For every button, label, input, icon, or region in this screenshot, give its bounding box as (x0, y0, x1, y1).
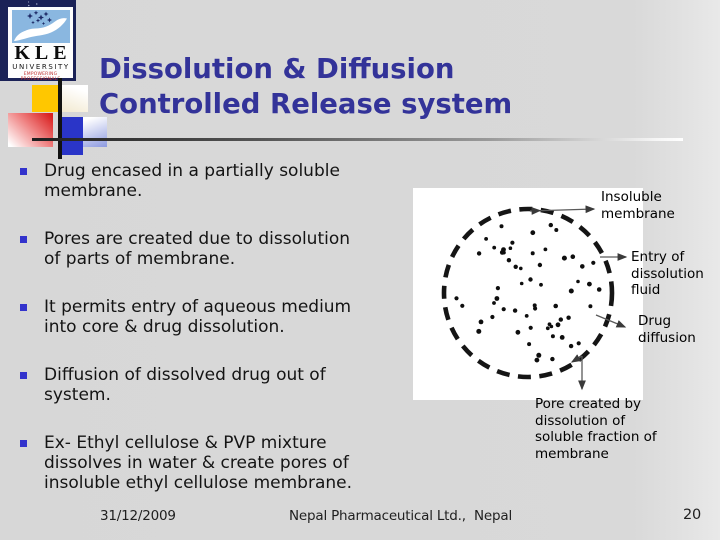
deco-square-blue-gradient (83, 117, 107, 147)
bullet-square-icon (20, 304, 27, 311)
footer-date: 31/12/2009 (100, 508, 176, 524)
bullet-text: Drug encased in a partially soluble memb… (44, 161, 340, 201)
bullet-item: Diffusion of dissolved drug out of syste… (14, 365, 412, 405)
logo-org-name: KLE (14, 42, 72, 64)
bullet-text: Pores are created due to dissolution of … (44, 229, 351, 269)
label-entry-of-dissolution-fluid: Entry of dissolution fluid (631, 249, 704, 298)
drug-diffusion-arrow (595, 314, 627, 328)
bullet-square-icon (20, 236, 27, 243)
bullet-text: It permits entry of aqueous medium into … (44, 297, 352, 337)
membrane-diagram (413, 188, 643, 400)
bullet-text: Diffusion of dissolved drug out of syste… (44, 365, 326, 405)
footer-company: Nepal Pharmaceutical Ltd., Nepal (289, 508, 513, 524)
deco-square-cream-gradient (60, 85, 88, 112)
dashed-membrane-circle (441, 206, 615, 380)
deco-vertical-line (58, 78, 62, 159)
title-underline (32, 137, 683, 141)
deco-square-blue (58, 117, 83, 155)
deco-square-yellow (32, 85, 60, 112)
slide-title: Dissolution & Diffusion Controlled Relea… (99, 53, 513, 120)
bullet-list: Drug encased in a partially soluble memb… (14, 161, 412, 521)
callout-arrows (529, 205, 628, 391)
deco-square-red-gradient (8, 113, 53, 147)
footer-page-number: 20 (683, 507, 702, 523)
label-insoluble-membrane: Insoluble membrane (601, 189, 675, 222)
bullet-square-icon (20, 372, 27, 379)
label-drug-diffusion: Drug diffusion (638, 313, 696, 346)
university-logo: KLE UNIVERSITY EMPOWERING PROFESSIONALS (8, 7, 73, 82)
drug-particle-dots (454, 222, 602, 363)
logo-org-type: UNIVERSITY (12, 63, 70, 71)
backdrop-stars-icon (28, 1, 38, 7)
bullet-item: Ex- Ethyl cellulose & PVP mixture dissol… (14, 433, 412, 493)
bullet-item: Pores are created due to dissolution of … (14, 229, 412, 269)
bullet-item: It permits entry of aqueous medium into … (14, 297, 412, 337)
label-pore-created: Pore created by dissolution of soluble f… (535, 396, 657, 462)
hand-stars-icon (12, 10, 70, 43)
pore-arrow-to-circle (570, 354, 583, 363)
bullet-square-icon (20, 168, 27, 175)
bullet-square-icon (20, 440, 27, 447)
logo-tagline: EMPOWERING PROFESSIONALS (20, 72, 61, 82)
membrane-diagram-drawing (441, 205, 628, 391)
bullet-text: Ex- Ethyl cellulose & PVP mixture dissol… (44, 433, 353, 493)
bullet-item: Drug encased in a partially soluble memb… (14, 161, 412, 201)
